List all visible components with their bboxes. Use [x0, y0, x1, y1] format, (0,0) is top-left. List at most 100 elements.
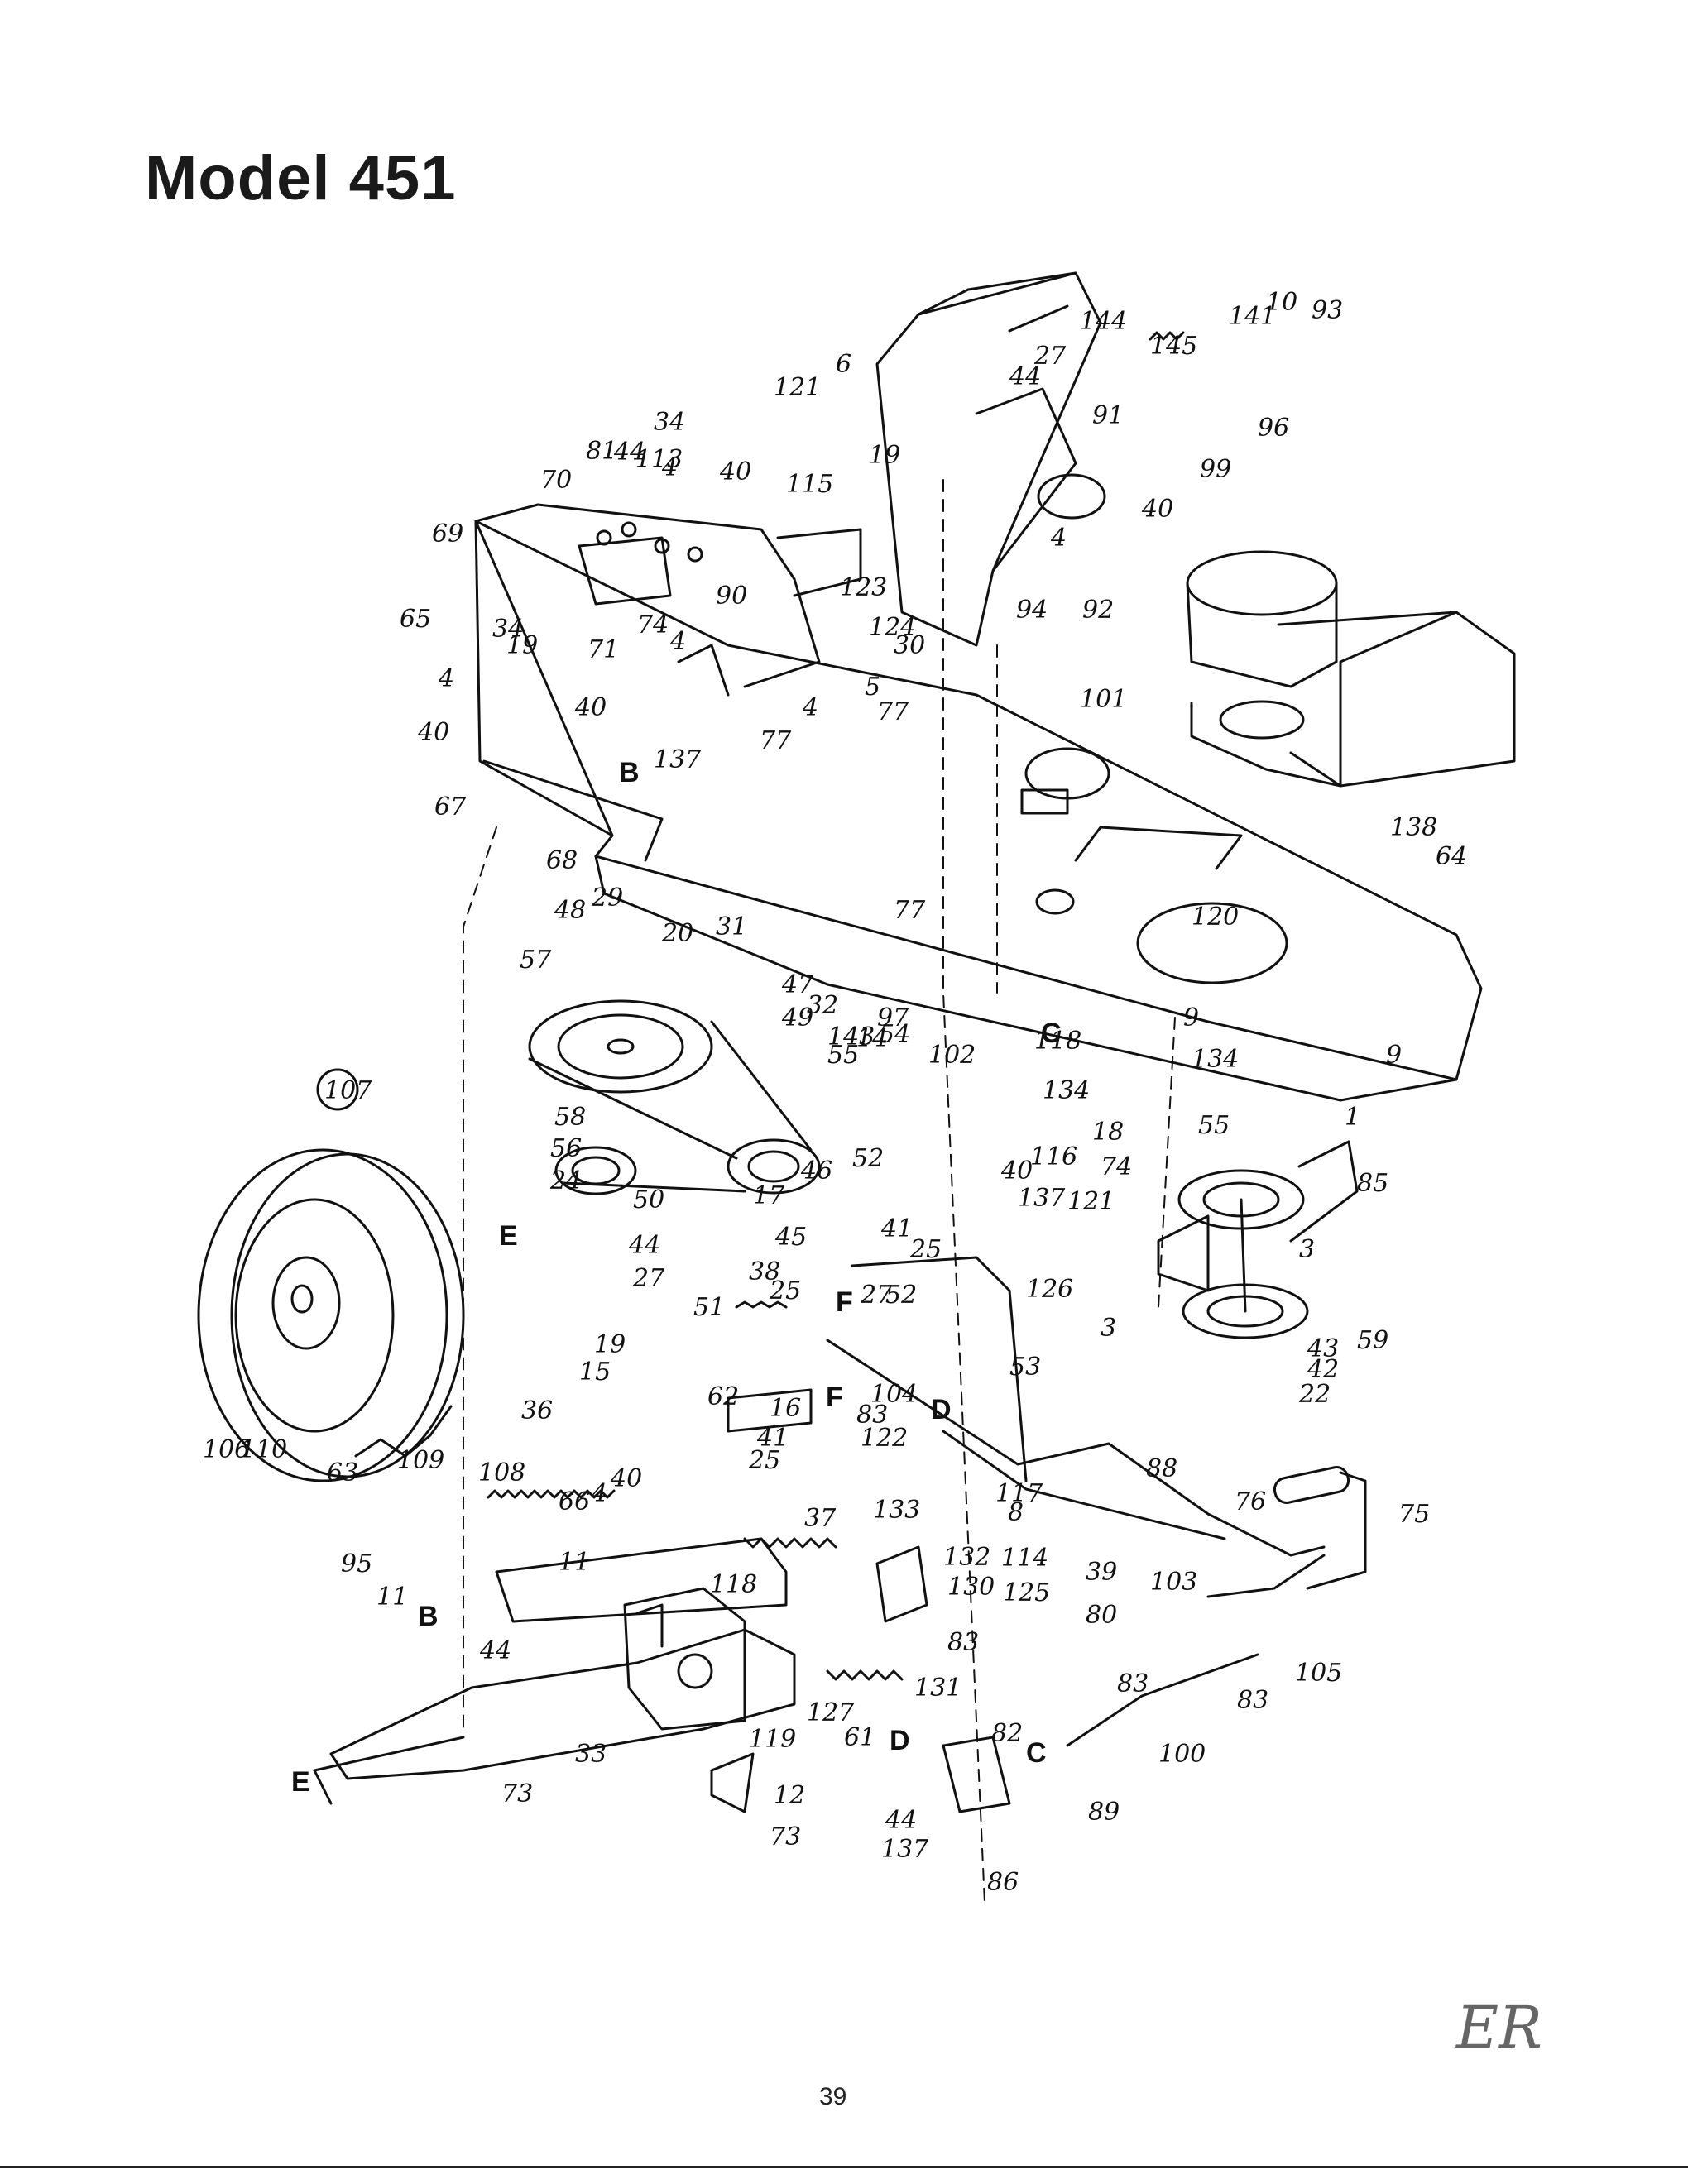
- part-callout-l137a: 137: [654, 745, 702, 774]
- part-callout-l99: 99: [1200, 455, 1231, 484]
- part-callout-l41a: 41: [880, 1214, 913, 1243]
- part-callout-l9b: 9: [1386, 1041, 1402, 1070]
- part-callout-l34a: 34: [654, 408, 685, 437]
- part-callout-l55a: 55: [827, 1041, 859, 1070]
- part-callout-l144: 144: [1080, 307, 1127, 336]
- part-callout-l85: 85: [1357, 1169, 1388, 1198]
- part-callout-l70: 70: [540, 466, 572, 495]
- part-callout-l134a: 134: [1192, 1045, 1239, 1074]
- part-callout-l101: 101: [1080, 685, 1127, 714]
- part-callout-l49: 49: [781, 1003, 813, 1032]
- part-callout-l97: 97: [877, 1003, 909, 1032]
- part-callout-l40e: 40: [1000, 1157, 1033, 1185]
- part-callout-l82: 82: [991, 1719, 1023, 1748]
- part-callout-l83b: 83: [947, 1628, 979, 1657]
- part-callout-l88: 88: [1146, 1454, 1177, 1483]
- part-callout-l17: 17: [753, 1181, 785, 1210]
- part-callout-l19b: 19: [869, 441, 900, 470]
- part-callout-l69: 69: [432, 520, 463, 548]
- transaxle: [313, 1587, 796, 1805]
- part-callout-l127: 127: [807, 1698, 855, 1727]
- part-callout-l137b: 137: [1018, 1184, 1066, 1213]
- part-callout-l94: 94: [1016, 596, 1048, 625]
- part-callout-l83d: 83: [1237, 1686, 1268, 1715]
- part-callout-l102: 102: [928, 1041, 976, 1070]
- part-callout-l57: 57: [520, 946, 552, 975]
- part-callout-l141: 141: [1229, 302, 1276, 331]
- part-callout-l83a: 83: [856, 1401, 888, 1430]
- reference-letter-B1: B: [619, 757, 640, 788]
- part-callout-l40c: 40: [417, 718, 449, 747]
- part-callout-l75: 75: [1398, 1500, 1430, 1529]
- handwritten-initials: ER: [1456, 1994, 1542, 2062]
- part-callout-l131: 131: [914, 1674, 961, 1703]
- frame-chassis: [474, 520, 1483, 1102]
- part-callout-l4d: 4: [1050, 524, 1067, 553]
- part-callout-l4f: 4: [591, 1479, 607, 1508]
- part-callout-l92: 92: [1082, 596, 1114, 625]
- part-callout-l77b: 77: [877, 697, 909, 726]
- part-callout-l133: 133: [873, 1496, 920, 1525]
- part-callout-l91: 91: [1092, 401, 1124, 430]
- part-callout-l32: 32: [807, 991, 838, 1020]
- part-callout-l40a: 40: [719, 457, 751, 486]
- drive-pulleys: [528, 999, 821, 1195]
- part-callout-l58: 58: [554, 1103, 586, 1132]
- part-callout-l77c: 77: [894, 896, 926, 925]
- part-callout-l121a: 121: [774, 373, 821, 402]
- reference-letter-D1: D: [931, 1394, 952, 1425]
- part-callout-l86: 86: [987, 1868, 1019, 1897]
- part-callout-l16: 16: [770, 1394, 801, 1423]
- part-callout-l38: 38: [749, 1257, 780, 1286]
- reference-letter-D2: D: [890, 1725, 910, 1756]
- part-callout-l24: 24: [549, 1166, 582, 1195]
- part-callout-l62: 62: [707, 1382, 739, 1411]
- part-callout-l105: 105: [1295, 1659, 1342, 1688]
- reference-letter-F2: F: [826, 1382, 843, 1413]
- part-callout-l104: 104: [870, 1380, 918, 1409]
- part-callout-l33: 33: [575, 1740, 607, 1769]
- part-callout-l51: 51: [693, 1293, 725, 1322]
- part-callout-l126: 126: [1026, 1275, 1073, 1304]
- part-callout-l44b: 44: [1009, 362, 1041, 391]
- part-callout-l10: 10: [1266, 288, 1297, 317]
- part-callout-l143: 143: [827, 1023, 875, 1051]
- part-callout-l3a: 3: [1299, 1235, 1315, 1264]
- part-callout-l93: 93: [1312, 296, 1343, 325]
- part-callout-l100: 100: [1158, 1740, 1206, 1769]
- part-callout-l55b: 55: [1198, 1111, 1230, 1140]
- alignment-lines: [463, 479, 1176, 1904]
- page-number: 39: [819, 2083, 847, 2110]
- part-callout-l81: 81: [586, 437, 617, 466]
- engine: [1186, 550, 1516, 788]
- part-callout-l44d: 44: [479, 1636, 511, 1665]
- part-callout-l25c: 25: [748, 1446, 780, 1475]
- part-callout-l20: 20: [661, 919, 693, 948]
- part-callout-l74a: 74: [637, 611, 669, 639]
- part-callout-l83c: 83: [1117, 1669, 1149, 1698]
- part-callout-l122: 122: [861, 1424, 908, 1453]
- part-callout-l3b: 3: [1101, 1314, 1116, 1343]
- part-callout-l59: 59: [1357, 1326, 1388, 1355]
- part-callout-l4c: 4: [669, 627, 686, 656]
- part-callout-l119: 119: [749, 1725, 796, 1754]
- part-callout-l41b: 41: [756, 1424, 789, 1453]
- part-callout-l4b: 4: [661, 453, 678, 482]
- part-callout-l106: 106: [203, 1435, 250, 1464]
- reference-letter-E1: E: [499, 1220, 518, 1252]
- part-callout-l43: 43: [1307, 1334, 1339, 1363]
- part-callout-l29: 29: [591, 884, 623, 912]
- part-callout-l108: 108: [478, 1458, 525, 1487]
- reference-letter-F1: F: [836, 1286, 853, 1318]
- bottom-rule: [0, 2166, 1688, 2168]
- part-callout-l36: 36: [521, 1396, 553, 1425]
- part-callout-l73a: 73: [501, 1779, 533, 1808]
- part-callout-l118a: 118: [1034, 1027, 1081, 1056]
- part-callout-l52a: 52: [852, 1144, 884, 1173]
- part-callout-l40f: 40: [610, 1464, 642, 1493]
- part-callout-l19c: 19: [594, 1330, 626, 1359]
- steering-tower: [875, 271, 1106, 647]
- part-callout-l39: 39: [1086, 1558, 1117, 1587]
- part-callout-l95: 95: [341, 1549, 372, 1578]
- part-callout-l124: 124: [869, 613, 916, 642]
